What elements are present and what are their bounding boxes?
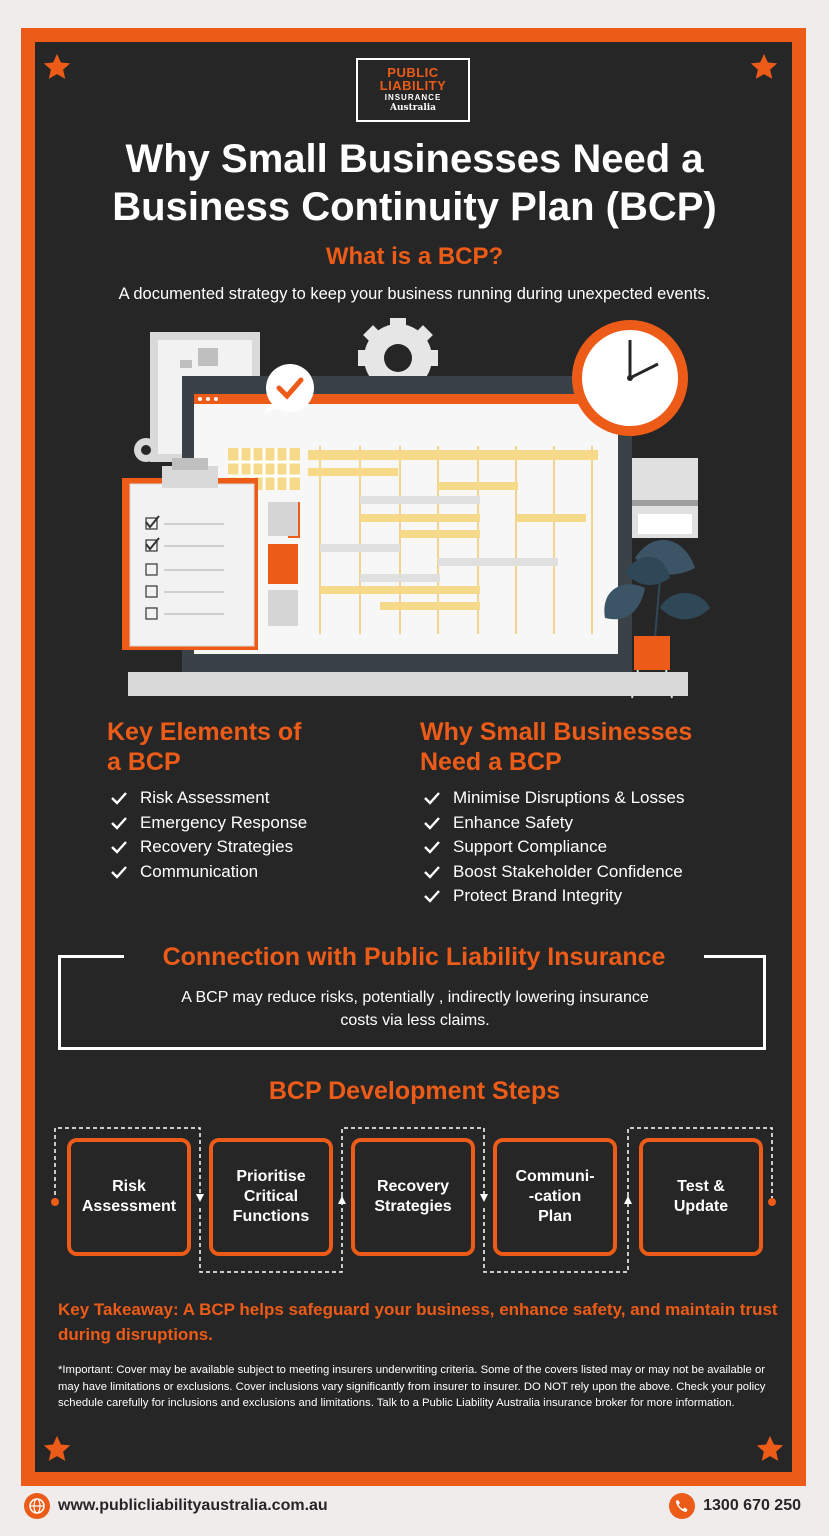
star-icon [43,1435,71,1461]
step-test-update: Test & Update [639,1138,763,1256]
disclaimer-text: *Important: Cover may be available subje… [58,1364,766,1409]
step-label-line: Recovery [376,1178,450,1195]
clock-icon [572,320,688,436]
list-item: Minimise Disruptions & Losses [423,786,684,811]
page-title-line-2: Business Continuity Plan (BCP) [112,185,717,229]
check-icon [424,816,440,830]
check-icon [424,792,440,805]
page-title-line-1: Why Small Businesses Need a [125,137,704,181]
website-url[interactable]: www.publicliabilityaustralia.com.au [58,1497,328,1514]
connection-heading: Connection with Public Liability Insuran… [124,940,704,974]
why-bcp-heading-line-1: Why Small Businesses [420,718,693,746]
check-icon [111,816,127,830]
list-item: Protect Brand Integrity [423,884,684,909]
what-is-bcp-heading: What is a BCP? [325,243,504,270]
logo-line-1: PUBLIC [387,65,439,80]
key-elements-list: Risk Assessment Emergency Response Recov… [110,786,307,884]
list-item: Enhance Safety [423,811,684,836]
small-gear-icon [134,438,158,462]
globe-icon [24,1493,50,1519]
company-logo: PUBLIC LIABILITY INSURANCE Australia [356,58,470,122]
step-label-line: Plan [538,1208,572,1225]
step-label-line: Risk [112,1178,146,1195]
list-item: Risk Assessment [110,786,307,811]
footer-phone-link[interactable]: 1300 670 250 [669,1493,801,1519]
plant-icon [604,539,710,699]
list-item-label: Minimise Disruptions & Losses [453,788,685,808]
list-item: Boost Stakeholder Confidence [423,860,684,885]
list-item-label: Protect Brand Integrity [453,886,623,906]
check-icon [111,841,127,854]
list-item: Support Compliance [423,835,684,860]
star-icon [43,53,71,79]
gear-icon [358,318,438,392]
steps-connectors [51,1127,776,1273]
list-item-label: Support Compliance [453,837,608,857]
step-label-line: Test & [677,1178,725,1195]
connection-text-line-2: costs via less claims. [340,1012,490,1029]
step-label-line: Assessment [81,1198,177,1215]
step-label-line: -cation [528,1188,582,1205]
step-label-line: Strategies [374,1198,452,1215]
list-item: Communication [110,860,307,885]
step-label-line: Update [673,1198,729,1215]
why-bcp-heading-line-2: Need a BCP [420,748,562,776]
logo-line-3: INSURANCE [384,93,442,102]
phone-number[interactable]: 1300 670 250 [703,1497,801,1514]
check-icon [424,890,440,903]
key-elements-heading-line-1: Key Elements of [107,718,302,746]
step-label-line: Prioritise [236,1168,306,1185]
why-bcp-list: Minimise Disruptions & Losses Enhance Sa… [423,786,684,909]
check-icon [424,841,440,854]
connection-text: A BCP may reduce risks, potentially , in… [120,986,710,1032]
list-item: Recovery Strategies [110,835,307,860]
list-item-label: Boost Stakeholder Confidence [453,861,683,881]
step-label-line: Functions [232,1208,310,1225]
connection-text-line-1: A BCP may reduce risks, potentially , in… [181,989,649,1006]
key-elements-heading: Key Elements of a BCP [107,717,302,777]
logo-line-4: Australia [390,103,436,113]
footer-website-link[interactable]: www.publicliabilityaustralia.com.au [24,1493,328,1519]
key-elements-heading-line-2: a BCP [107,748,181,776]
bcp-illustration [122,318,710,699]
steps-heading: BCP Development Steps [268,1077,561,1105]
star-icon [750,53,778,79]
step-label-line: Communi- [515,1168,595,1185]
bcp-definition: A documented strategy to keep your busin… [118,285,711,303]
step-label-line: Critical [243,1188,299,1205]
logo-line-2: LIABILITY [379,78,447,93]
checkmark-bubble-icon [264,364,314,414]
check-icon [111,792,127,805]
star-icon [756,1435,784,1461]
list-item-label: Risk Assessment [140,788,270,808]
phone-icon [669,1493,696,1519]
list-item-label: Enhance Safety [453,812,574,832]
check-icon [111,865,127,879]
list-item-label: Emergency Response [140,812,308,832]
check-icon [424,865,440,879]
list-item-label: Recovery Strategies [140,837,294,857]
key-takeaway: Key Takeaway: A BCP helps safeguard your… [58,1300,778,1344]
list-item-label: Communication [140,861,259,881]
why-bcp-heading: Why Small Businesses Need a BCP [420,717,692,777]
list-item: Emergency Response [110,811,307,836]
